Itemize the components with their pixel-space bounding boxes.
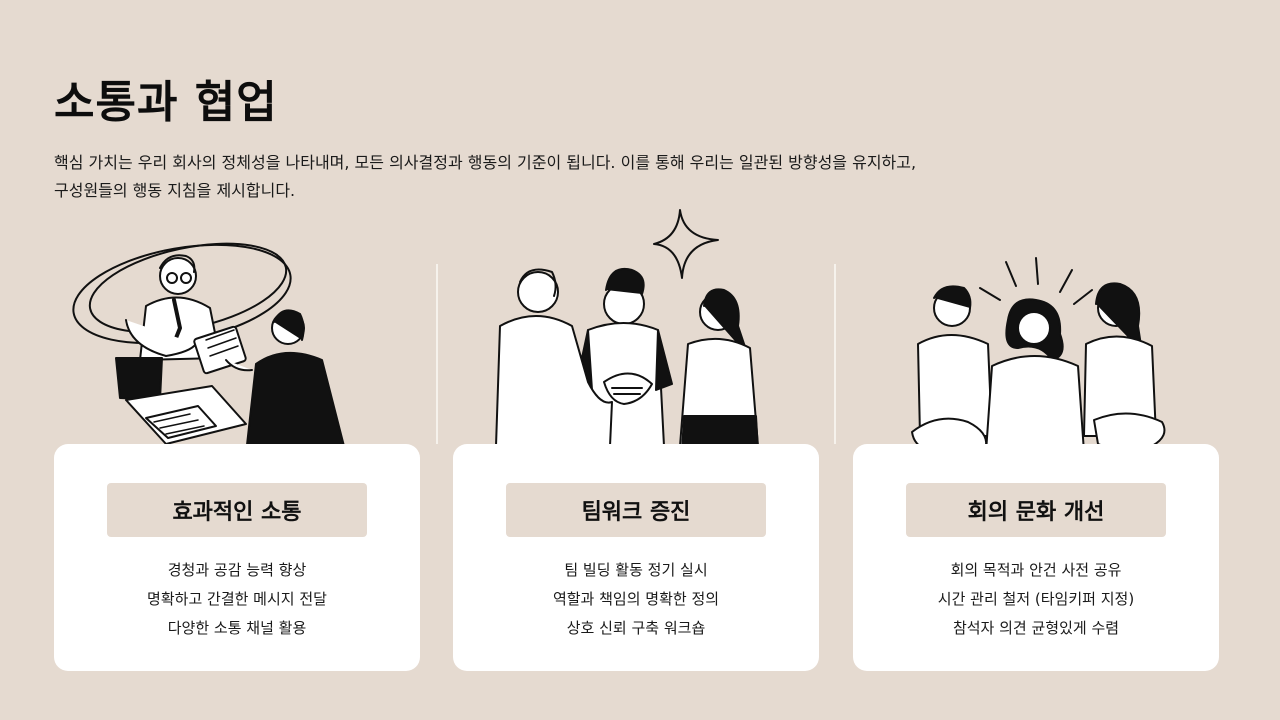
meeting-discussion-illustration: [72, 242, 347, 455]
group-welcome-illustration: [911, 257, 1166, 454]
column-divider-1: [436, 264, 438, 444]
column-divider-2: [834, 264, 836, 444]
list-item: 상호 신뢰 구축 워크숍: [566, 619, 706, 637]
list-item: 역할과 책임의 명확한 정의: [552, 590, 720, 608]
card-label: 효과적인 소통: [107, 483, 367, 537]
handshake-team-illustration: [495, 209, 759, 453]
card-meeting-culture: 회의 문화 개선 회의 목적과 안건 사전 공유 시간 관리 철저 (타임키퍼 …: [853, 444, 1219, 671]
list-item: 명확하고 간결한 메시지 전달: [147, 590, 327, 608]
card-teamwork: 팀워크 증진 팀 빌딩 활동 정기 실시 역할과 책임의 명확한 정의 상호 신…: [453, 444, 819, 671]
description-line-1: 핵심 가치는 우리 회사의 정체성을 나타내며, 모든 의사결정과 행동의 기준…: [54, 153, 917, 172]
card-item-list: 경청과 공감 능력 향상 명확하고 간결한 메시지 전달 다양한 소통 채널 활…: [54, 556, 420, 643]
list-item: 시간 관리 철저 (타임키퍼 지정): [937, 590, 1135, 608]
page-description: 핵심 가치는 우리 회사의 정체성을 나타내며, 모든 의사결정과 행동의 기준…: [54, 149, 1054, 205]
list-item: 팀 빌딩 활동 정기 실시: [564, 561, 708, 579]
card-item-list: 팀 빌딩 활동 정기 실시 역할과 책임의 명확한 정의 상호 신뢰 구축 워크…: [453, 556, 819, 643]
list-item: 경청과 공감 능력 향상: [167, 561, 307, 579]
page-title: 소통과 협업: [54, 77, 278, 128]
description-line-2: 구성원들의 행동 지침을 제시합니다.: [54, 181, 296, 200]
list-item: 다양한 소통 채널 활용: [167, 619, 307, 637]
list-item: 참석자 의견 균형있게 수렴: [952, 619, 1120, 637]
card-effective-communication: 효과적인 소통 경청과 공감 능력 향상 명확하고 간결한 메시지 전달 다양한…: [54, 444, 420, 671]
card-label: 팀워크 증진: [506, 483, 766, 537]
card-item-list: 회의 목적과 안건 사전 공유 시간 관리 철저 (타임키퍼 지정) 참석자 의…: [853, 556, 1219, 643]
list-item: 회의 목적과 안건 사전 공유: [950, 561, 1122, 579]
card-label: 회의 문화 개선: [906, 483, 1166, 537]
